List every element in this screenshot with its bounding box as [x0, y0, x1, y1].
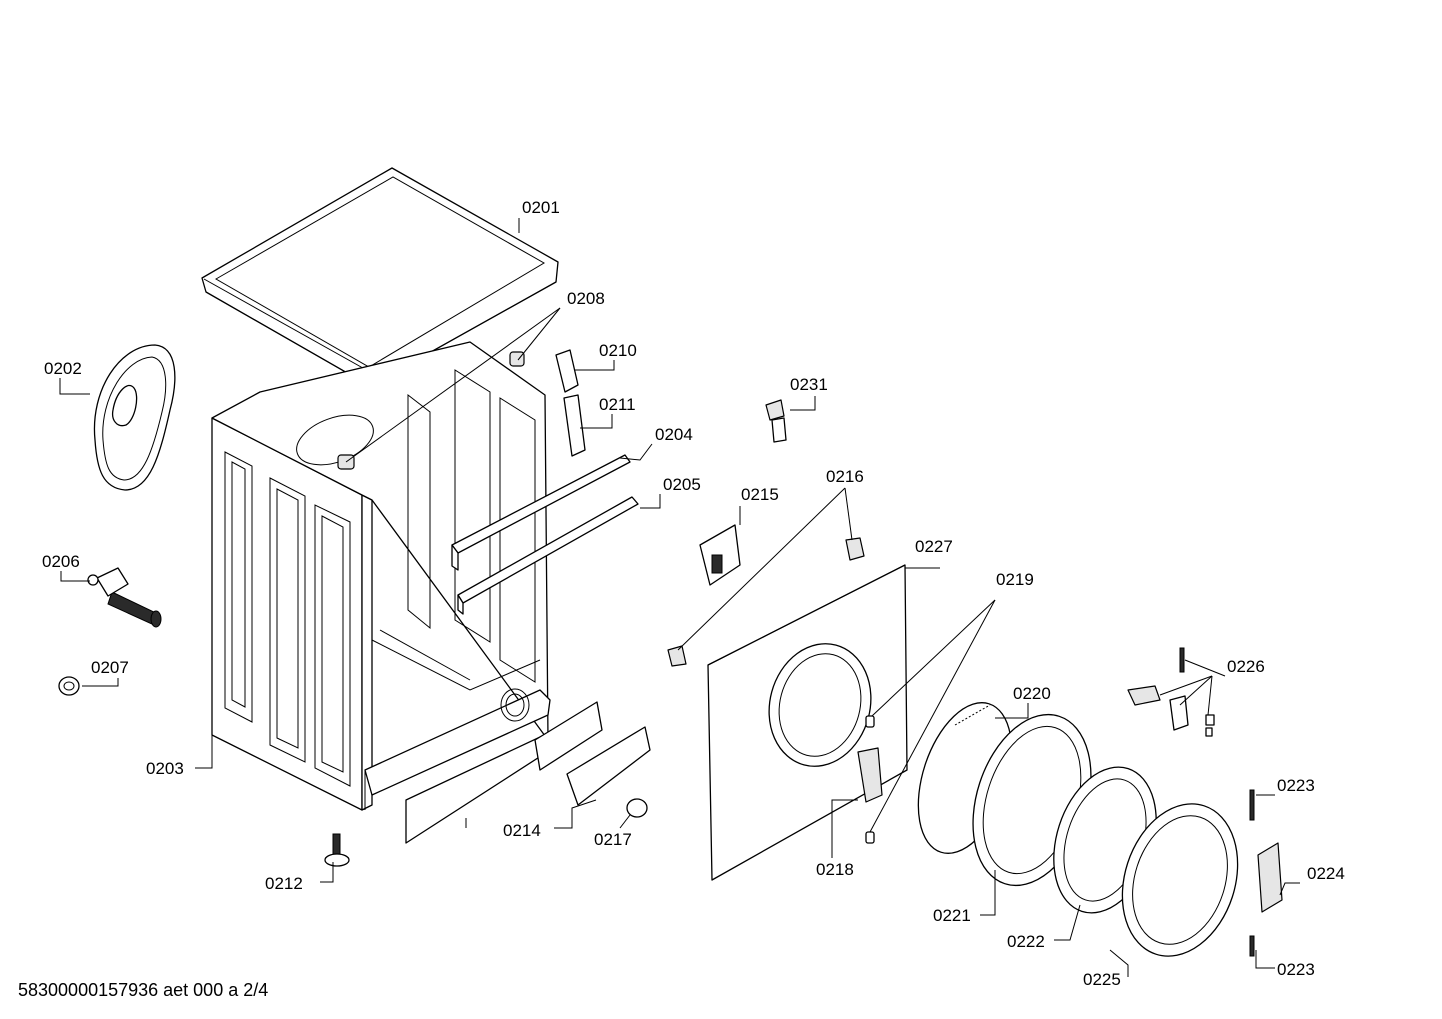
- callout-0223-bottom: 0223: [1277, 960, 1315, 979]
- callout-0218: 0218: [816, 860, 854, 879]
- part-0204-crossbar: [451, 454, 631, 571]
- callout-0222: 0222: [1007, 932, 1045, 951]
- callout-0231: 0231: [790, 375, 828, 394]
- part-0210-bracket: [555, 349, 579, 393]
- callout-0216: 0216: [826, 467, 864, 486]
- part-0201-top-cover: [201, 167, 559, 387]
- part-0211-bracket: [563, 394, 586, 457]
- drawing-reference: 58300000157936 aet 000 a 2/4: [18, 980, 269, 1000]
- part-0225-door-ring: [1121, 803, 1239, 957]
- part-0231-block: [765, 399, 787, 443]
- callout-0204: 0204: [655, 425, 693, 444]
- callout-0223-top: 0223: [1277, 776, 1315, 795]
- part-0212-foot: [324, 833, 350, 867]
- callout-0224: 0224: [1307, 864, 1345, 883]
- callout-0202: 0202: [44, 359, 82, 378]
- part-0217-knob: [566, 726, 651, 818]
- part-0208-clip: [337, 351, 525, 470]
- callout-0208: 0208: [567, 289, 605, 308]
- callout-0215: 0215: [741, 485, 779, 504]
- callout-0203: 0203: [146, 759, 184, 778]
- callout-0217: 0217: [594, 830, 632, 849]
- part-0214-plinth: [405, 701, 603, 844]
- callout-0211: 0211: [599, 395, 636, 414]
- part-0227-front-panel: [707, 564, 908, 881]
- part-0223-pin: [1249, 789, 1255, 957]
- callout-0207: 0207: [91, 658, 129, 677]
- callout-0214: 0214: [503, 821, 541, 840]
- part-0224-handle: [1257, 842, 1283, 913]
- part-0226-hinge-set: [1127, 647, 1215, 737]
- part-0216-hinge: [667, 537, 865, 667]
- callout-0225: 0225: [1083, 970, 1121, 989]
- callout-0206: 0206: [42, 552, 80, 571]
- callout-0201: 0201: [522, 198, 560, 217]
- callout-0226: 0226: [1227, 657, 1265, 676]
- part-0205-crossbar: [457, 496, 639, 615]
- callout-0219: 0219: [996, 570, 1034, 589]
- part-0203-cabinet: [211, 341, 551, 811]
- callout-0212: 0212: [265, 874, 303, 893]
- part-0207-cap: [58, 676, 80, 696]
- callout-labels: 0201 0202 0203 0204 0205 0206 0207 0208 …: [42, 198, 1345, 989]
- part-0202-rear-cover: [93, 344, 176, 491]
- callout-0205: 0205: [663, 475, 701, 494]
- callout-0220: 0220: [1013, 684, 1051, 703]
- part-0218-latch: [857, 747, 883, 803]
- part-0206-component: [87, 567, 162, 628]
- callout-0221: 0221: [933, 906, 971, 925]
- callout-0210: 0210: [599, 341, 637, 360]
- part-0215-module: [699, 524, 741, 586]
- leader-lines: [59, 218, 1300, 977]
- callout-0227: 0227: [915, 537, 953, 556]
